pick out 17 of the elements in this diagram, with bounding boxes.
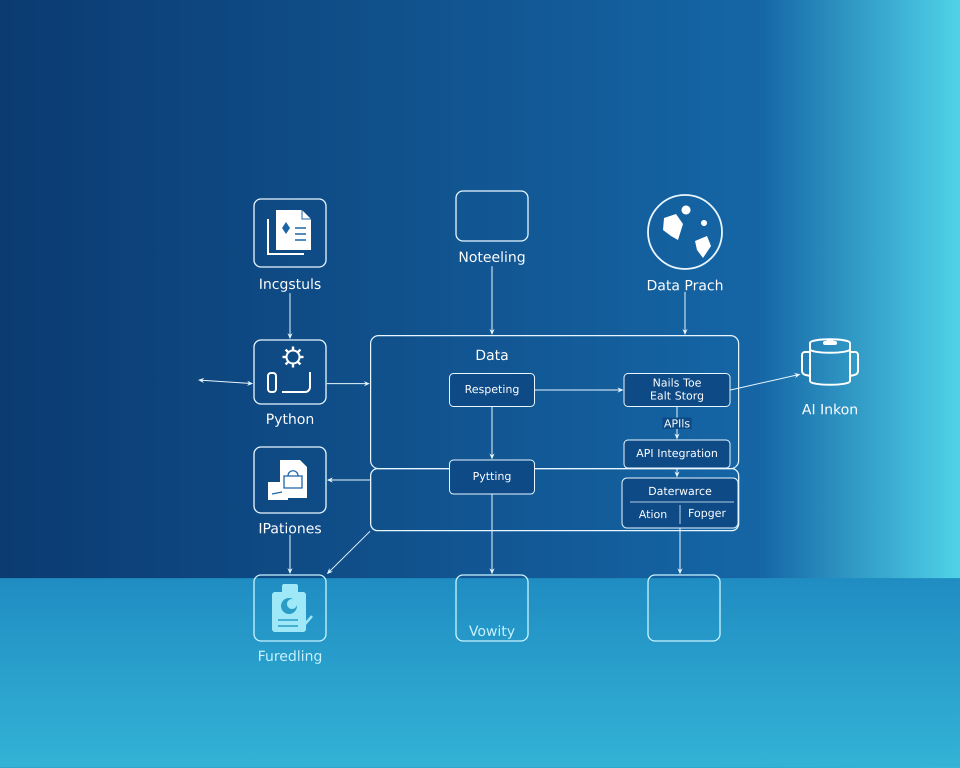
column-label: Ation	[638, 510, 666, 518]
process-box: API Integration	[624, 440, 730, 468]
box-label: Furedling	[259, 650, 322, 664]
edge-label: APIls	[662, 418, 692, 430]
box-label: IPationes	[260, 522, 321, 534]
column-label: Fopger	[689, 508, 726, 520]
box-label: Python	[267, 413, 314, 427]
rounded-box	[647, 574, 721, 642]
box-label: AI Inkon	[802, 404, 857, 414]
box-label: Data Prach	[648, 280, 722, 290]
process-box: Respeting	[449, 373, 535, 407]
box-label: Incgstuls	[260, 278, 321, 292]
box-label: Noteeling	[460, 251, 524, 265]
rounded-box: Vowity	[455, 574, 529, 642]
process-box: Pytting	[449, 460, 535, 494]
frame-outline	[370, 468, 740, 532]
process-box: Nails Toe Ealt Storg	[624, 373, 730, 407]
